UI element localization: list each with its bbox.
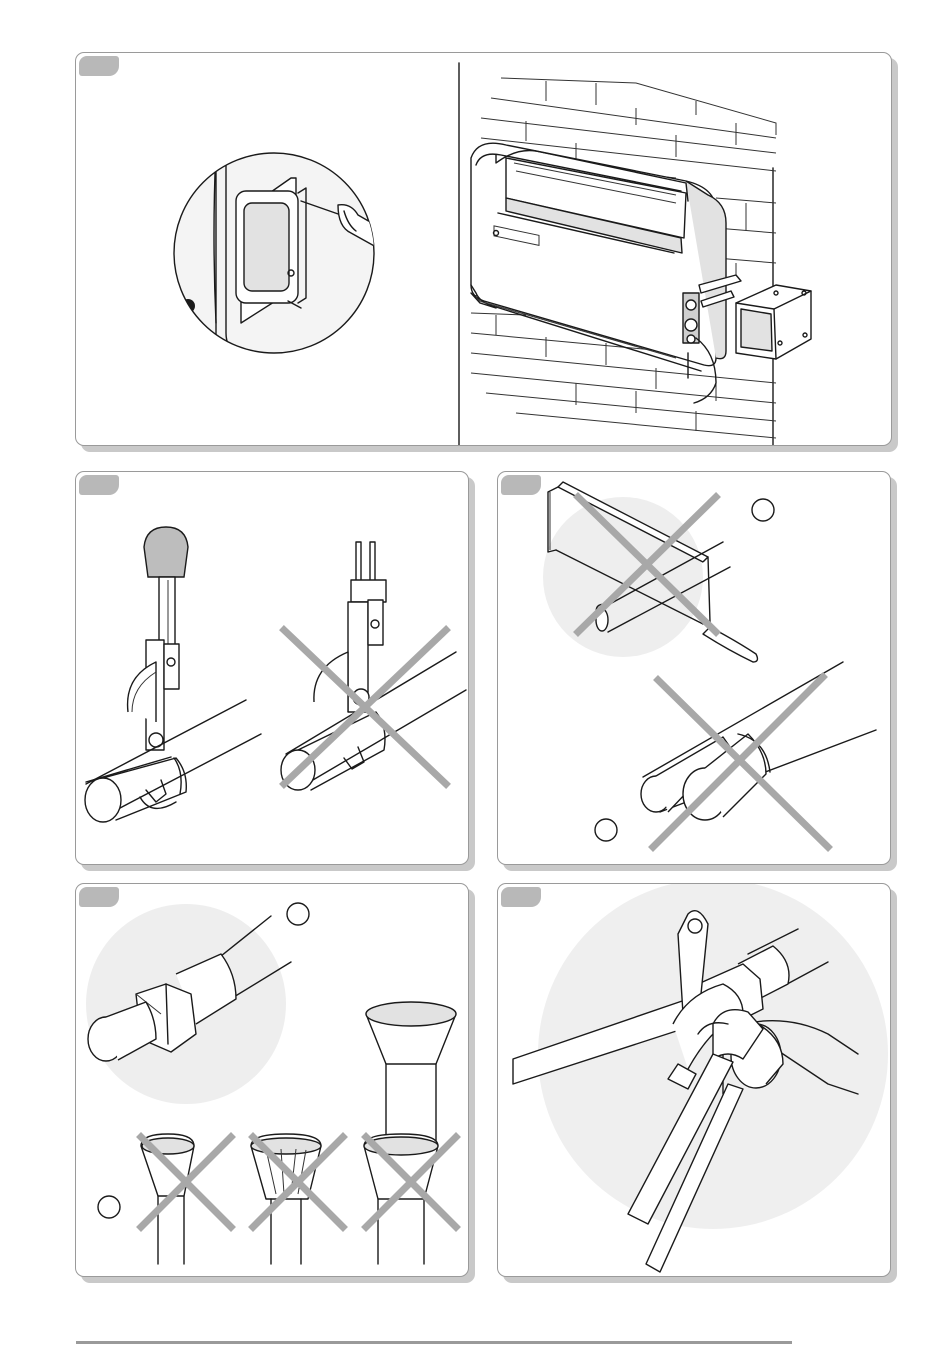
bottom-rule (76, 1341, 792, 1344)
flare-correct (366, 1002, 456, 1154)
pipe-cutter-wrong (281, 542, 466, 790)
panel-2 (75, 471, 469, 865)
circle-marker-icon (287, 903, 309, 925)
flares-wrong (141, 1134, 456, 1264)
circle-marker-icon-2 (98, 1196, 120, 1218)
panel-1-illustration (76, 53, 891, 445)
panel-3 (497, 471, 891, 865)
panel-4 (75, 883, 469, 1277)
magnifier-circle (174, 149, 386, 353)
panel-5-illustration (498, 884, 890, 1276)
panel-2-illustration (76, 472, 468, 864)
panel-4-illustration (76, 884, 468, 1276)
circle-marker-icon (752, 499, 774, 521)
circle-marker-icon-2 (595, 819, 617, 841)
panel-3-illustration (498, 472, 890, 864)
cut-pipe-pieces (641, 662, 876, 847)
pipe-cutter-correct (85, 527, 261, 822)
panel-1 (75, 52, 892, 446)
panel-5 (497, 883, 891, 1277)
air-conditioner-unit (471, 143, 811, 403)
